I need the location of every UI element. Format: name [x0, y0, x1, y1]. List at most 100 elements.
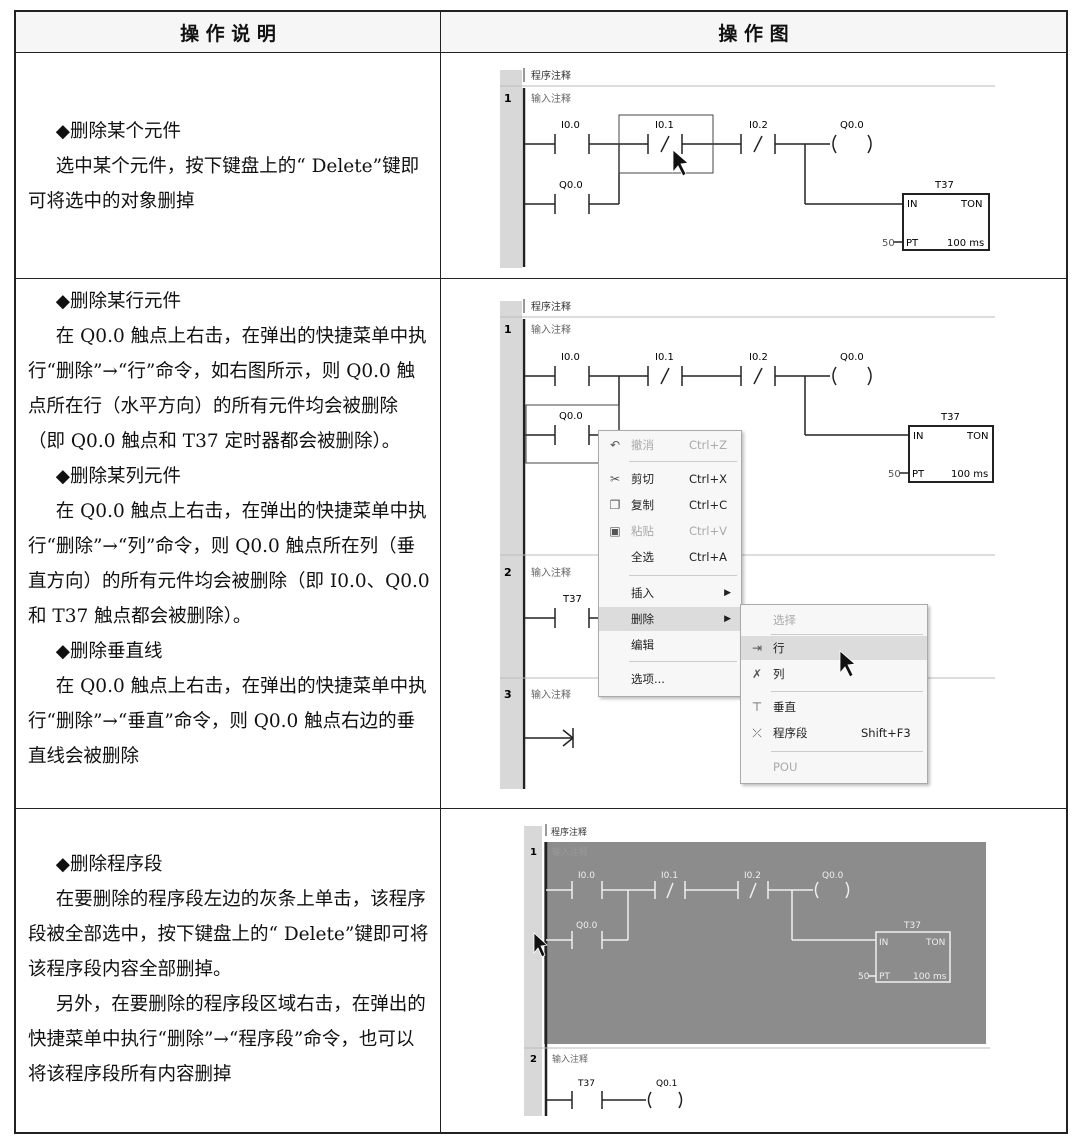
submenu-item-pou[interactable]: POU [741, 755, 927, 779]
time-base: 100 ms [951, 469, 988, 480]
ladder-diagram-3: 程序注释 1 输入注释 I0.0 I0.1 I0.2 Q0.0 Q0.0 T37… [524, 824, 990, 1116]
selected-network[interactable] [544, 842, 986, 1044]
ladder-diagram-1: 程序注释 1 输入注释 I0.0 I0.1 I0.2 Q0.0 Q0.0 T37… [500, 68, 995, 268]
contact-label: I0.2 [749, 120, 768, 131]
menu-label: 列 [773, 667, 785, 681]
delete-column-icon: ✗ [751, 667, 763, 681]
contact-label: T37 [562, 594, 582, 605]
row3-body-menu: 另外，在要删除的程序段区域右击，在弹出的快捷菜单中执行“删除”→“程序段”命令，… [28, 994, 426, 1085]
contact-label: I0.0 [561, 120, 580, 131]
row1-body: 选中某个元件，按下键盘上的“ Delete”键即可将选中的对象删掉 [28, 156, 420, 212]
row-divider [16, 52, 1066, 53]
network-number: 1 [530, 847, 537, 858]
mouse-cursor-icon [672, 149, 689, 177]
submenu-item-column[interactable]: ✗列 [741, 662, 927, 686]
preset-value: 50 [888, 469, 901, 480]
mouse-cursor-icon [839, 650, 856, 678]
paste-icon: ▣ [609, 524, 621, 538]
coil-label: Q0.0 [840, 120, 864, 131]
timer-pt-label: PT [912, 469, 925, 480]
mouse-cursor-icon [533, 932, 548, 958]
row3-title: ◆删除程序段 [55, 854, 163, 875]
menu-item-delete[interactable]: 删除 ▶ [599, 607, 741, 631]
submenu-arrow-icon: ▶ [724, 614, 731, 624]
menu-label: 编辑 [631, 638, 654, 652]
submenu-item-row[interactable]: ⇥行 [741, 636, 927, 660]
row2-title-row: ◆删除某行元件 [55, 291, 181, 312]
network-gutter[interactable] [500, 301, 522, 789]
submenu-item-select[interactable]: 选择 [741, 608, 927, 632]
timer-type-label: TON [925, 938, 945, 948]
contact-label: T37 [577, 1079, 595, 1089]
menu-label: 行 [773, 641, 785, 655]
program-comment: 程序注释 [531, 69, 571, 82]
contact-label: I0.2 [749, 352, 768, 363]
contact-label: I0.0 [561, 352, 580, 363]
row-divider [16, 808, 1066, 809]
coil-label: Q0.1 [656, 1079, 677, 1089]
menu-shortcut: Ctrl+Z [689, 438, 727, 452]
input-comment: 输入注释 [531, 323, 571, 336]
menu-label: 复制 [631, 498, 654, 512]
row2-body-vertical: 在 Q0.0 触点上右击，在弹出的快捷菜单中执行“删除”→“垂直”命令，则 Q0… [28, 676, 427, 767]
input-comment: 输入注释 [531, 566, 571, 579]
contact-label: I0.2 [744, 871, 761, 881]
menu-label: 程序段 [773, 726, 808, 740]
copy-icon: ❐ [609, 498, 621, 512]
contact-label: Q0.0 [576, 921, 598, 931]
header-operation-diagram: 操 作 图 [441, 12, 1066, 52]
timer-label: T37 [940, 412, 960, 423]
menu-label: 删除 [631, 612, 654, 626]
contact-label: Q0.0 [559, 411, 583, 422]
menu-label: 垂直 [773, 700, 796, 714]
row2-body-row: 在 Q0.0 触点上右击，在弹出的快捷菜单中执行“删除”→“行”命令，如右图所示… [28, 326, 427, 452]
contact-label: I0.1 [661, 871, 678, 881]
network-number: 3 [504, 688, 512, 701]
row2-description: ◆删除某行元件 在 Q0.0 触点上右击，在弹出的快捷菜单中执行“删除”→“行”… [28, 284, 432, 774]
undo-icon: ↶ [609, 438, 621, 452]
menu-shortcut: Ctrl+X [689, 472, 727, 486]
submenu-arrow-icon: ▶ [724, 588, 731, 598]
program-comment: 程序注释 [551, 826, 587, 838]
row-divider [16, 278, 1066, 279]
timer-type-label: TON [960, 199, 982, 210]
row1-title: ◆删除某个元件 [55, 121, 181, 142]
contact-label: I0.0 [578, 871, 595, 881]
input-comment: 输入注释 [531, 92, 571, 105]
timer-label: T37 [934, 180, 954, 191]
menu-item-options[interactable]: 选项... [599, 667, 741, 691]
menu-item-undo[interactable]: ↶ 撤消 Ctrl+Z [599, 433, 741, 457]
menu-label: 选择 [773, 613, 796, 627]
network-gutter[interactable] [524, 826, 542, 1116]
row3-description: ◆删除程序段 在要删除的程序段左边的灰条上单击，该程序段被全部选中，按下键盘上的… [28, 847, 432, 1092]
menu-label: 剪切 [631, 472, 654, 486]
coil-label: Q0.0 [840, 352, 864, 363]
menu-label: 撤消 [631, 438, 654, 452]
preset-value: 50 [858, 972, 870, 982]
timer-label: T37 [903, 921, 921, 931]
menu-item-edit[interactable]: 编辑 [599, 633, 741, 657]
network-number: 2 [530, 1054, 537, 1065]
delete-row-icon: ⇥ [751, 641, 763, 655]
row2-body-column: 在 Q0.0 触点上右击，在弹出的快捷菜单中执行“删除”→“列”命令，则 Q0.… [28, 501, 430, 627]
submenu-item-vertical[interactable]: ⊤垂直 [741, 695, 927, 719]
menu-label: 选项... [631, 672, 665, 686]
contact-label: Q0.0 [559, 180, 583, 191]
row2-title-vertical: ◆删除垂直线 [55, 641, 163, 662]
column-divider [440, 12, 441, 1132]
menu-label: 粘贴 [631, 524, 654, 538]
network-gutter[interactable] [500, 70, 522, 268]
menu-item-insert[interactable]: 插入 ▶ [599, 581, 741, 605]
menu-label: 插入 [631, 586, 654, 600]
time-base: 100 ms [947, 238, 984, 249]
menu-label: 全选 [631, 550, 654, 564]
input-comment: 输入注释 [552, 1053, 588, 1065]
timer-in-label: IN [879, 938, 888, 948]
